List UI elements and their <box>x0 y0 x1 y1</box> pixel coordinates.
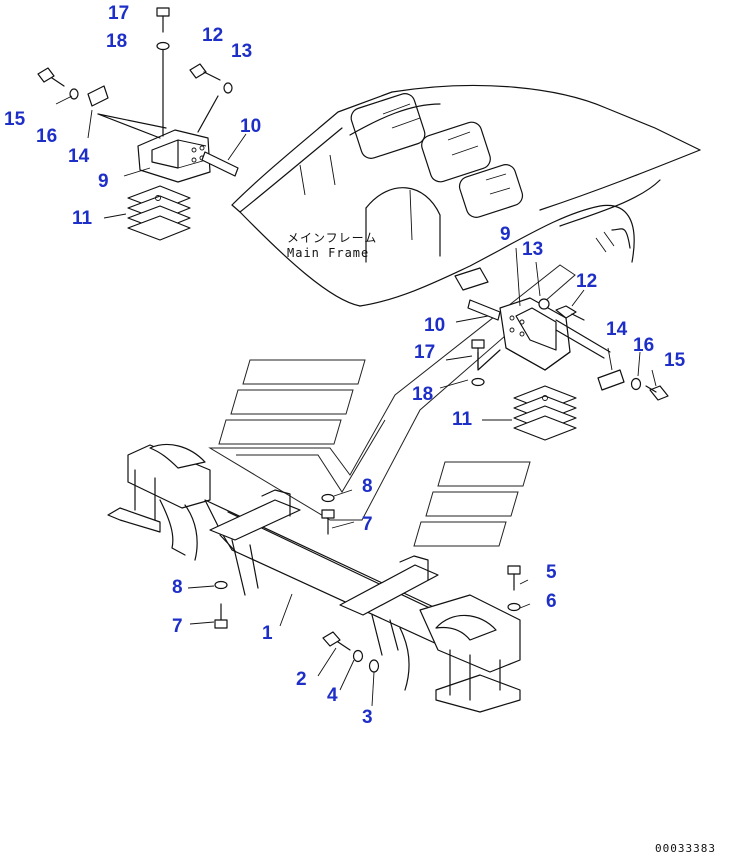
callout-9-left: 9 <box>98 171 109 192</box>
callout-14-left: 14 <box>68 146 90 167</box>
callout-15-left: 15 <box>4 109 26 130</box>
shim-stack-right <box>513 385 577 441</box>
callout-1: 1 <box>262 623 273 644</box>
callout-2: 2 <box>296 669 307 690</box>
callout-16-right: 16 <box>633 335 655 356</box>
fasteners-upper-left <box>37 7 233 107</box>
callout-7-upper: 7 <box>362 514 373 535</box>
bracket-left <box>97 45 239 183</box>
axle-beam <box>107 443 521 713</box>
callout-12-top: 12 <box>202 25 224 46</box>
fasteners-right <box>471 305 669 401</box>
callout-18-top: 18 <box>106 31 128 52</box>
callout-10-right: 10 <box>424 315 446 336</box>
callout-8-upper: 8 <box>362 476 373 497</box>
callout-5: 5 <box>546 562 557 583</box>
callout-8-lower: 8 <box>172 577 183 598</box>
callout-17-right: 17 <box>414 342 436 363</box>
callout-15-right: 15 <box>664 350 686 371</box>
main-frame-label-jp: メインフレーム <box>287 231 378 245</box>
callout-11-left: 11 <box>72 208 93 229</box>
callout-18-right: 18 <box>412 384 434 405</box>
callout-7-lower: 7 <box>172 616 183 637</box>
callout-3: 3 <box>362 707 373 728</box>
callout-13-right: 13 <box>522 239 544 260</box>
callout-17-top: 17 <box>108 3 130 24</box>
document-number: 00033383 <box>655 842 716 855</box>
callout-12-right: 12 <box>576 271 598 292</box>
fasteners-lower <box>214 493 521 673</box>
callout-16-left: 16 <box>36 126 58 147</box>
watermark-logo <box>208 264 576 547</box>
callout-6: 6 <box>546 591 557 612</box>
main-frame <box>231 84 701 307</box>
callout-10-left: 10 <box>240 116 262 137</box>
shim-stack-left <box>127 185 191 241</box>
main-frame-label-en: Main Frame <box>287 246 370 260</box>
callout-11-right: 11 <box>452 409 473 430</box>
bracket-right <box>454 267 611 371</box>
callout-9-right: 9 <box>500 224 511 245</box>
callout-14-right: 14 <box>606 319 628 340</box>
leader-lines <box>55 95 657 707</box>
callout-13-top: 13 <box>231 41 253 62</box>
callout-4: 4 <box>327 685 338 706</box>
